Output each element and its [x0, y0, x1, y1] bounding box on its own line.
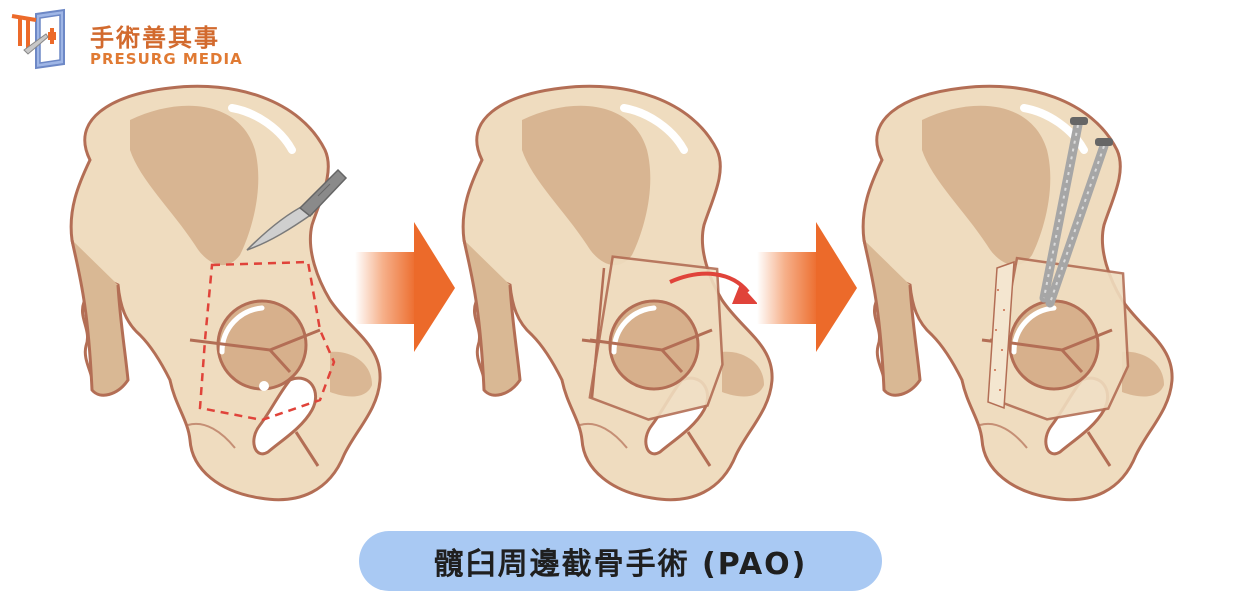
osteotomy-cut-line [198, 260, 336, 422]
caption-text: 髖臼周邊截骨手術 (PAO) [433, 547, 808, 582]
brand-logo: 手術善其事 PRESURG MEDIA [6, 6, 246, 72]
brand-subtitle: PRESURG MEDIA [90, 50, 243, 68]
book-scalpel-logo-icon [11, 8, 65, 70]
step-screw-fixation [863, 86, 1172, 499]
screw-icon [1039, 117, 1088, 303]
scalpel-icon [246, 168, 348, 251]
step-arrow-1 [355, 222, 455, 352]
caption-pill: 髖臼周邊截骨手術 (PAO) [359, 531, 882, 591]
step-acetabulum-rotation [463, 86, 772, 499]
screw-icon [1045, 138, 1113, 308]
step-osteotomy-planning [71, 86, 380, 499]
rotation-arrow-icon [669, 271, 758, 304]
brand-name: 手術善其事 [90, 24, 220, 52]
step-arrow-2 [757, 222, 857, 352]
bone-graft [987, 260, 1015, 410]
